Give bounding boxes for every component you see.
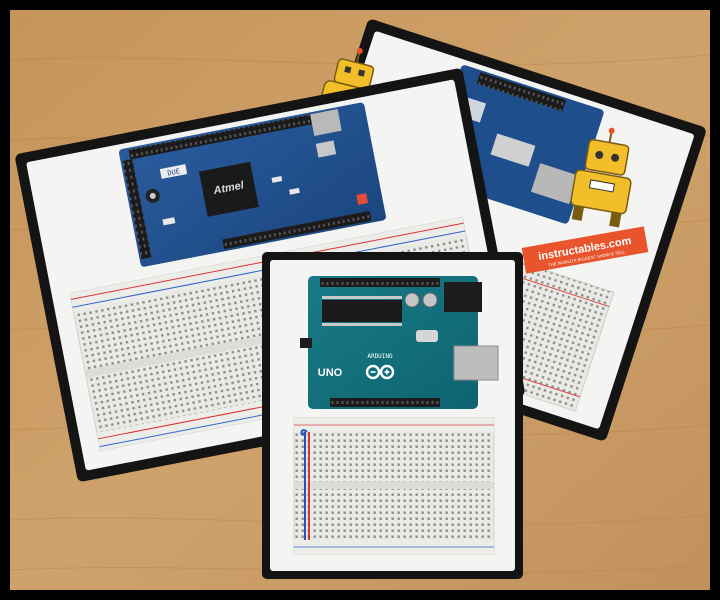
uno-arduino-board: UNO ARDUINO [300, 276, 499, 409]
uno-board-label: UNO [318, 367, 343, 379]
arduino-infinity-logo-icon [365, 364, 395, 380]
uno-brand-text: ARDUINO [367, 353, 393, 360]
due-arduino-board: Atmel DUE [118, 102, 386, 267]
instructables-banner: instructables.com THE WORLD'S BIGGEST SH… [521, 226, 649, 274]
due-board-label: DUE [167, 167, 181, 177]
instructables-robot-icon [570, 127, 632, 228]
uno-card: UNO ARDUINO [262, 252, 523, 579]
uno-breadboard [293, 417, 495, 555]
